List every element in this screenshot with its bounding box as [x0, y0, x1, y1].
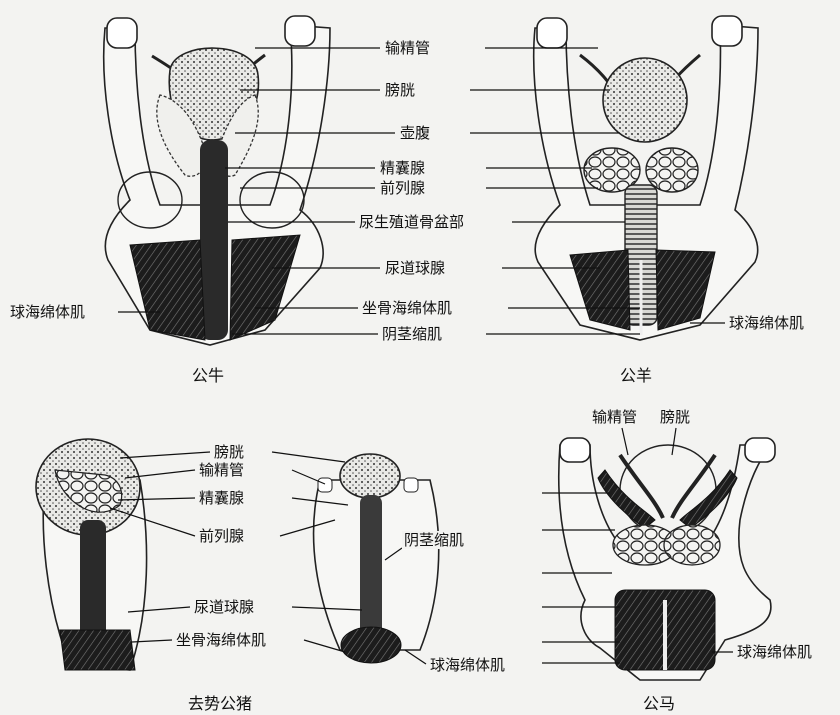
barrow-label-seminal-vesicle: 精囊腺 [197, 489, 246, 507]
stallion-label-vas-deferens: 输精管 [590, 408, 639, 426]
bull-label-bulbospongiosus: 球海绵体肌 [8, 303, 87, 321]
stallion-label-bladder: 膀胱 [658, 408, 692, 426]
bull-label-retractor-penis: 阴茎缩肌 [380, 325, 444, 343]
barrow-label-bulbourethral-gland: 尿道球腺 [192, 598, 256, 616]
ram-label-bulbospongiosus: 球海绵体肌 [727, 314, 806, 332]
bull-label-vas-deferens: 输精管 [383, 39, 432, 57]
ram-illustration [534, 16, 758, 340]
barrow-label-prostate: 前列腺 [197, 527, 246, 545]
stallion-label-bulbospongiosus: 球海绵体肌 [735, 643, 814, 661]
bull-label-bladder: 膀胱 [383, 81, 417, 99]
ram-caption: 公羊 [620, 362, 652, 386]
barrow-label-bladder: 膀胱 [212, 443, 246, 461]
bull-label-pelvic-urethra: 尿生殖道骨盆部 [357, 213, 466, 231]
bull-label-bulbourethral-gland: 尿道球腺 [383, 259, 447, 277]
barrow-label-vas-deferens: 输精管 [197, 461, 246, 479]
bull-caption: 公牛 [192, 362, 224, 386]
bull-label-ischiocavernosus: 坐骨海绵体肌 [360, 299, 454, 317]
stallion-caption: 公马 [643, 690, 675, 714]
bull-label-prostate: 前列腺 [378, 179, 427, 197]
bull-label-ampulla: 壶腹 [398, 124, 432, 142]
barrow-label-retractor-penis: 阴茎缩肌 [402, 531, 466, 549]
bull-label-seminal-vesicle: 精囊腺 [378, 159, 427, 177]
barrow-label-bulbospongiosus: 球海绵体肌 [428, 656, 507, 674]
barrow-caption: 去势公猪 [188, 690, 252, 714]
barrow-label-ischiocavernosus: 坐骨海绵体肌 [174, 631, 268, 649]
bull-illustration [104, 16, 330, 345]
